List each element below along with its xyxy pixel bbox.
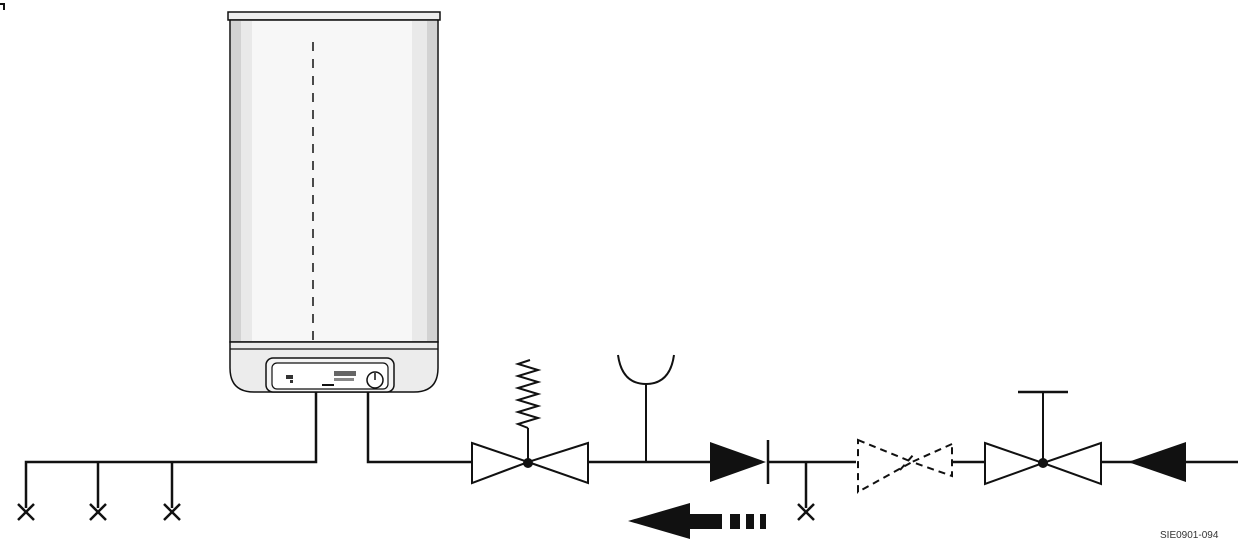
shut-off-valve: [984, 390, 1102, 486]
water-heater-tank: [227, 11, 441, 393]
control-panel: [265, 357, 395, 393]
flow-arrow-dash: [730, 514, 740, 529]
label-strip: [322, 384, 334, 386]
drain-funnel: [617, 354, 675, 462]
flow-arrow-shaft: [690, 514, 722, 529]
figure-reference-code: SIE0901-094: [1160, 530, 1219, 541]
inlet-non-return-arrow: [1128, 442, 1186, 482]
hot-water-taps: [17, 503, 181, 521]
spring-icon: [514, 359, 542, 429]
hot-water-outlet-pipe: [24, 392, 318, 508]
label-text-mark: [334, 371, 356, 376]
tank-top-cap: [227, 11, 441, 21]
corner-mark: [0, 3, 5, 10]
flow-direction-arrow: [628, 503, 766, 539]
tank-shade-right: [427, 21, 437, 341]
tank-shade-left: [231, 21, 241, 341]
tap-icon: [89, 503, 107, 521]
control-panel-inner: [271, 362, 389, 390]
tank-highlight: [252, 21, 412, 341]
flow-arrow-head: [628, 503, 690, 539]
indicator-mark: [286, 375, 293, 379]
drain-tap: [797, 462, 815, 521]
cold-water-inlet-pipe: [366, 392, 1238, 464]
label-text-mark: [334, 378, 354, 381]
tap-icon: [163, 503, 181, 521]
check-valve: [710, 440, 770, 484]
pressure-reducer-optional: [857, 438, 953, 494]
flow-arrow-dash: [746, 514, 754, 529]
tap-icon: [17, 503, 35, 521]
indicator-mark-small: [290, 380, 293, 383]
flow-arrow-dash: [760, 514, 766, 529]
safety-valve: [471, 359, 589, 485]
